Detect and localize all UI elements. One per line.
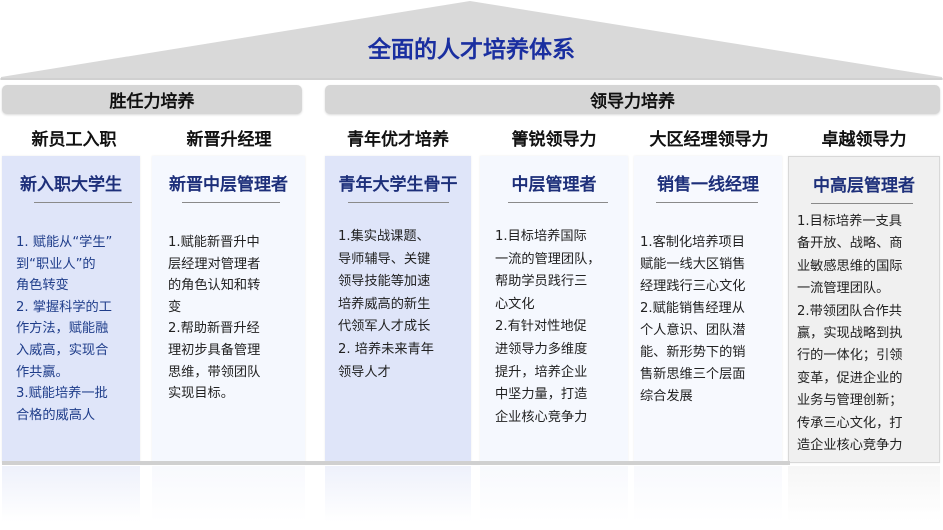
- card-title: 新入职大学生: [20, 175, 122, 195]
- card-title: 中层管理者: [511, 175, 597, 195]
- card-body: 1.集实战课题、 导师辅导、关键 领导技能等加速 培养威高的新生 代领军人才成长…: [338, 229, 434, 380]
- card-title: 中高层管理者: [813, 176, 915, 196]
- card-title-underline: [348, 202, 449, 203]
- card-title-underline: [182, 202, 280, 203]
- card-reflection: [480, 466, 628, 522]
- card-title-underline: [811, 203, 913, 204]
- column-header-jingrui-leadership: 箐锐领导力: [511, 129, 597, 150]
- card-reflection: [2, 466, 140, 522]
- category-bar-competency: 胜任力培养: [2, 85, 302, 114]
- program-card-young-backbone: 青年大学生骨干 1.集实战课题、 导师辅导、关键 领导技能等加速 培养威高的新生…: [325, 156, 471, 463]
- program-card-senior-managers: 中高层管理者 1.目标培养一支具 备开放、战略、商 业敏感思维的国际 一流管理团…: [788, 156, 940, 463]
- card-reflection: [325, 466, 471, 522]
- column-header-new-employee: 新员工入职: [31, 129, 117, 150]
- card-body: 1.赋能新晋升中 层经理对管理者 的角色认知和转 变 2.帮助新晋升经 理初步具…: [168, 235, 261, 402]
- card-body: 1.目标培养国际 一流的管理团队， 帮助学员践行三 心文化 2.有针对性地促 进…: [495, 229, 601, 425]
- card-reflection: [634, 466, 782, 522]
- card-title: 销售一线经理: [657, 175, 759, 195]
- card-title-underline: [508, 202, 608, 203]
- column-header-young-talent: 青年优才培养: [347, 129, 449, 150]
- program-card-new-graduates: 新入职大学生 1. 赋能从“学生” 到“职业人”的 角色转变 2. 掌握科学的工…: [2, 156, 140, 463]
- card-title-underline: [656, 202, 758, 203]
- card-reflection: [152, 466, 305, 522]
- base-shelf: [2, 461, 790, 465]
- card-body: 1.目标培养一支具 备开放、战略、商 业敏感思维的国际 一流管理团队。 2.带领…: [797, 214, 903, 454]
- program-card-new-middle-managers: 新晋中层管理者 1.赋能新晋升中 层经理对管理者 的角色认知和转 变 2.帮助新…: [152, 156, 305, 463]
- roof-shape: [0, 1, 943, 80]
- card-body: 1.客制化培养项目 赋能一线大区销售 经理践行三心文化 2.赋能销售经理从 个人…: [640, 235, 746, 404]
- program-card-sales-managers: 销售一线经理 1.客制化培养项目 赋能一线大区销售 经理践行三心文化 2.赋能销…: [634, 156, 782, 463]
- column-header-excellent-leadership: 卓越领导力: [821, 129, 907, 150]
- card-title-underline: [34, 202, 132, 203]
- column-header-new-manager: 新晋升经理: [186, 129, 272, 150]
- card-title: 青年大学生骨干: [338, 175, 458, 195]
- card-body: 1. 赋能从“学生” 到“职业人”的 角色转变 2. 掌握科学的工 作方法，赋能…: [16, 235, 113, 423]
- card-reflection: [788, 466, 940, 522]
- card-title: 新晋中层管理者: [169, 175, 288, 195]
- roof-title: 全面的人才培养体系: [368, 37, 575, 63]
- category-bar-leadership: 领导力培养: [325, 85, 940, 114]
- program-card-middle-managers: 中层管理者 1.目标培养国际 一流的管理团队， 帮助学员践行三 心文化 2.有针…: [480, 156, 628, 463]
- column-header-regional-leadership: 大区经理领导力: [649, 129, 769, 150]
